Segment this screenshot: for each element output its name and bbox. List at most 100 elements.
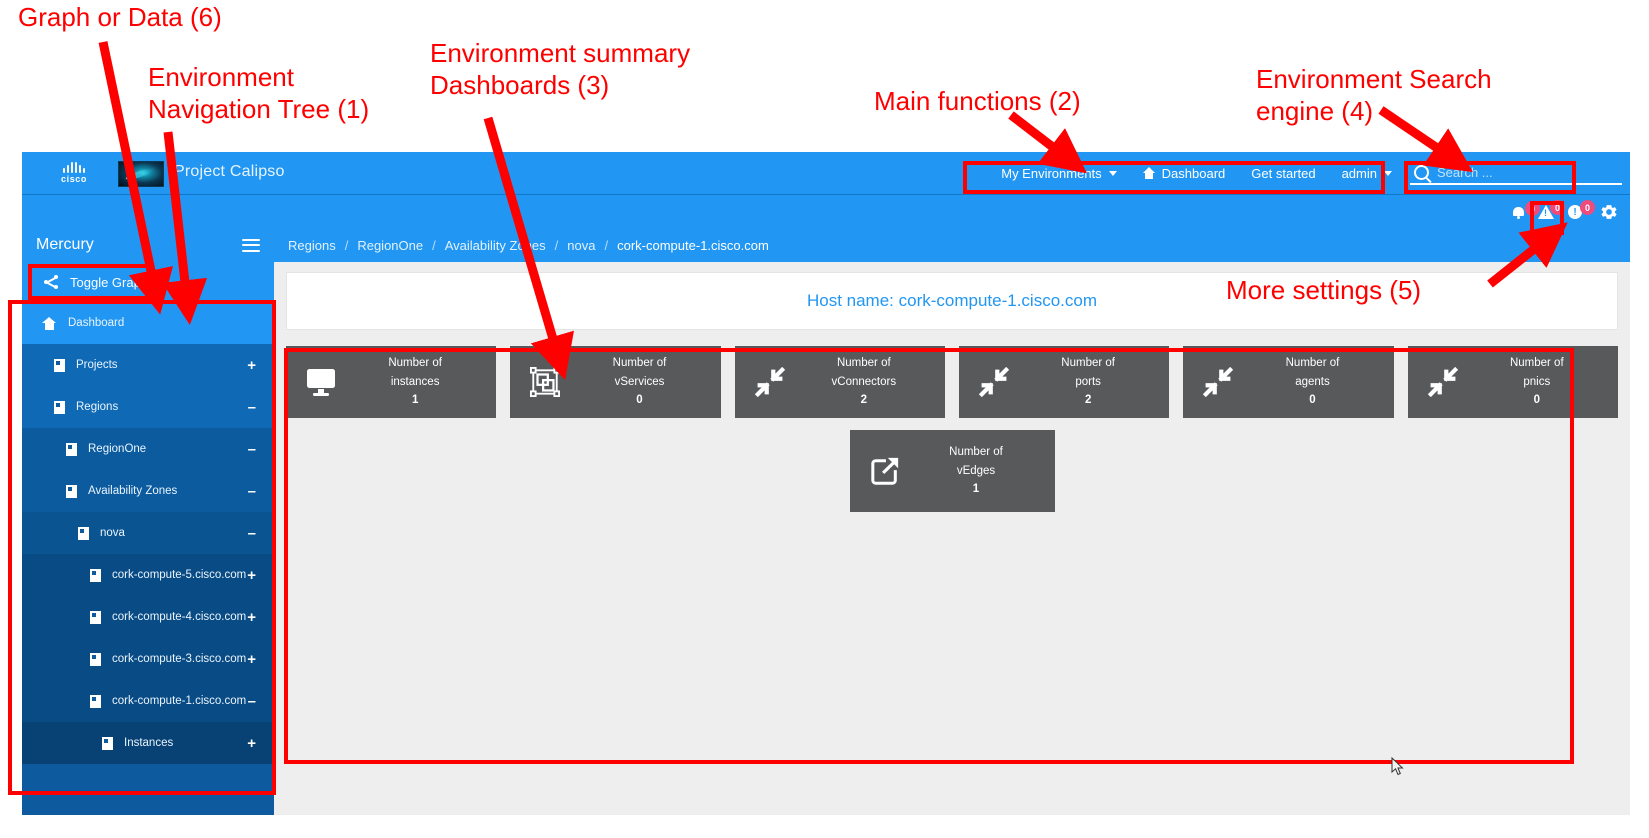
page-icon <box>102 736 113 750</box>
dashboard-tile-row-primary: Number of instances 1 Number of vServices 0 Nu… <box>286 346 1618 418</box>
sidebar-item-cork-compute-1-cisco-com[interactable]: cork-compute-1.cisco.com– <box>22 680 274 722</box>
alert-status-bar: 0 0 ! 0 <box>22 194 1630 230</box>
errors-button[interactable]: ! 0 <box>1568 200 1595 219</box>
collapse-icon[interactable]: – <box>247 398 256 416</box>
sidebar-item-instances[interactable]: Instances+ <box>22 722 274 764</box>
host-name-label: Host name: cork-compute-1.cisco.com <box>806 291 1098 310</box>
connector-arrows-icon <box>1201 367 1235 397</box>
sidebar-item-regions[interactable]: Regions– <box>22 386 274 428</box>
bell-icon <box>1513 206 1524 219</box>
tile-subtitle: agents <box>1295 375 1330 388</box>
sidebar-header: Mercury <box>22 228 274 262</box>
expand-icon[interactable]: + <box>247 566 256 584</box>
application-window: cisco Project Calipso My Environments Da… <box>22 152 1630 815</box>
error-badge-count: 0 <box>1580 200 1595 215</box>
share-graph-icon <box>44 275 58 289</box>
connector-arrows-icon <box>753 367 787 397</box>
nav-dashboard[interactable]: Dashboard <box>1142 166 1225 181</box>
tile-subtitle: ports <box>1075 375 1101 388</box>
annotation-box-toggle-graph <box>28 264 154 300</box>
collapse-icon[interactable]: – <box>247 524 256 542</box>
breadcrumb-item-regionone[interactable]: RegionOne <box>357 237 424 253</box>
sidebar-item-label: Projects <box>76 359 118 371</box>
chevron-down-icon <box>1384 170 1392 176</box>
expand-icon[interactable]: + <box>247 608 256 626</box>
expand-icon[interactable]: + <box>247 734 256 752</box>
expand-icon[interactable]: + <box>247 356 256 374</box>
mouse-cursor <box>1391 757 1404 776</box>
page-icon <box>54 400 65 414</box>
sidebar-item-availability-zones[interactable]: Availability Zones– <box>22 470 274 512</box>
tile-value: 0 <box>636 394 643 407</box>
breadcrumb-item-availability-zones[interactable]: Availability Zones <box>444 237 546 253</box>
more-settings-button[interactable] <box>1598 201 1620 223</box>
nav-admin-menu[interactable]: admin <box>1342 166 1392 181</box>
nav-get-started-label: Get started <box>1251 165 1316 181</box>
page-icon <box>90 610 101 624</box>
breadcrumb-item-regions[interactable]: Regions <box>288 237 336 253</box>
tile-title: Number of <box>836 356 891 369</box>
sidebar-item-label: cork-compute-3.cisco.com <box>112 653 247 665</box>
tile-value: 1 <box>972 483 980 496</box>
sidebar-item-cork-compute-3-cisco-com[interactable]: cork-compute-3.cisco.com+ <box>22 638 274 680</box>
page-icon <box>78 526 89 540</box>
annotation-label-4: Environment Search engine (4) <box>1256 64 1492 126</box>
tile-subtitle: vConnectors <box>831 375 897 388</box>
annotation-box-search <box>1404 161 1576 194</box>
annotation-box-nav-tree <box>8 300 276 795</box>
expand-icon[interactable]: + <box>247 650 256 668</box>
top-navigation-bar: cisco Project Calipso My Environments Da… <box>22 152 1630 194</box>
sidebar-item-cork-compute-4-cisco-com[interactable]: cork-compute-4.cisco.com+ <box>22 596 274 638</box>
collapse-icon[interactable]: – <box>247 692 256 710</box>
sidebar-item-projects[interactable]: Projects + <box>22 344 274 386</box>
collapse-icon[interactable]: – <box>247 440 256 458</box>
tile-subtitle: vServices <box>614 375 665 388</box>
nav-get-started[interactable]: Get started <box>1251 166 1315 181</box>
gear-icon <box>1601 205 1617 219</box>
sidebar-item-nova[interactable]: nova – <box>22 512 274 554</box>
notifications-button[interactable]: 0 <box>1513 201 1540 219</box>
breadcrumb-item-nova[interactable]: nova <box>567 237 596 253</box>
sidebar-item-label: RegionOne <box>88 443 147 455</box>
sidebar-item-label: Dashboard <box>68 317 125 329</box>
breadcrumb-separator: / <box>604 237 609 253</box>
tile-value: 1 <box>411 394 419 407</box>
connector-arrows-icon <box>977 367 1011 397</box>
sidebar-item-cork-compute-5-cisco-com[interactable]: cork-compute-5.cisco.com+ <box>22 554 274 596</box>
annotation-box-settings <box>1530 201 1564 235</box>
breadcrumb-bar: Mercury Regions / RegionOne / Availabili… <box>22 228 1630 262</box>
hamburger-icon[interactable] <box>242 238 260 252</box>
sidebar-item-regionone[interactable]: RegionOne – <box>22 428 274 470</box>
sidebar-title: Mercury <box>36 236 94 253</box>
breadcrumb: Regions / RegionOne / Availability Zones… <box>288 228 769 262</box>
tile-subtitle: pnics <box>1523 375 1551 388</box>
sidebar-item-label: nova <box>100 527 125 539</box>
collapse-icon[interactable]: – <box>247 482 256 500</box>
app-title: Project Calipso <box>174 163 285 180</box>
tile-subtitle: instances <box>390 375 440 388</box>
annotation-box-main-functions <box>963 161 1385 194</box>
sidebar-item-label: cork-compute-5.cisco.com <box>112 569 247 581</box>
cisco-wordmark: cisco <box>60 174 87 184</box>
sidebar-item-label: cork-compute-1.cisco.com <box>112 695 247 707</box>
sidebar-item-label: cork-compute-4.cisco.com <box>112 611 247 623</box>
home-icon <box>1142 167 1156 179</box>
cisco-logo-icon: cisco <box>48 162 100 184</box>
breadcrumb-item-current-host[interactable]: cork-compute-1.cisco.com <box>617 237 769 253</box>
tile-title: Number of <box>1285 356 1340 369</box>
tile-title: Number of <box>1061 356 1115 369</box>
